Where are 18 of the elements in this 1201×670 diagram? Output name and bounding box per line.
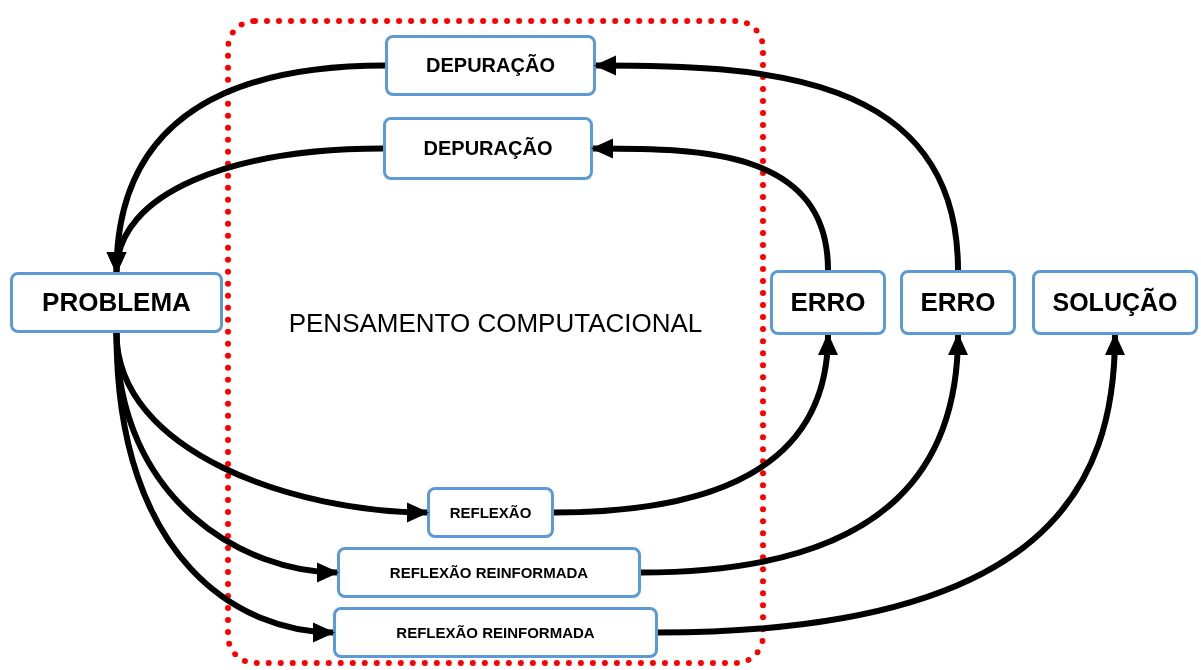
- dotted-group-frame: [225, 18, 766, 666]
- process-box: REFLEXÃO REINFORMADA: [333, 607, 658, 658]
- curved-arrow: [594, 55, 961, 271]
- curved-arrow: [113, 332, 335, 642]
- process-box: ERRO: [770, 270, 886, 335]
- process-box: ERRO: [900, 270, 1016, 335]
- curved-arrow: [657, 333, 1125, 636]
- process-box: PROBLEMA: [10, 272, 223, 333]
- process-box: DEPURAÇÃO: [383, 117, 593, 180]
- curved-arrow: [640, 333, 968, 576]
- process-box: SOLUÇÃO: [1032, 270, 1198, 335]
- process-box: DEPURAÇÃO: [385, 35, 596, 96]
- process-box: REFLEXÃO REINFORMADA: [337, 547, 641, 598]
- group-title: PENSAMENTO COMPUTACIONAL: [288, 308, 703, 339]
- curved-arrow: [553, 333, 837, 516]
- curved-arrow: [109, 145, 384, 274]
- process-box: REFLEXÃO: [427, 487, 554, 538]
- curved-arrow: [591, 138, 831, 271]
